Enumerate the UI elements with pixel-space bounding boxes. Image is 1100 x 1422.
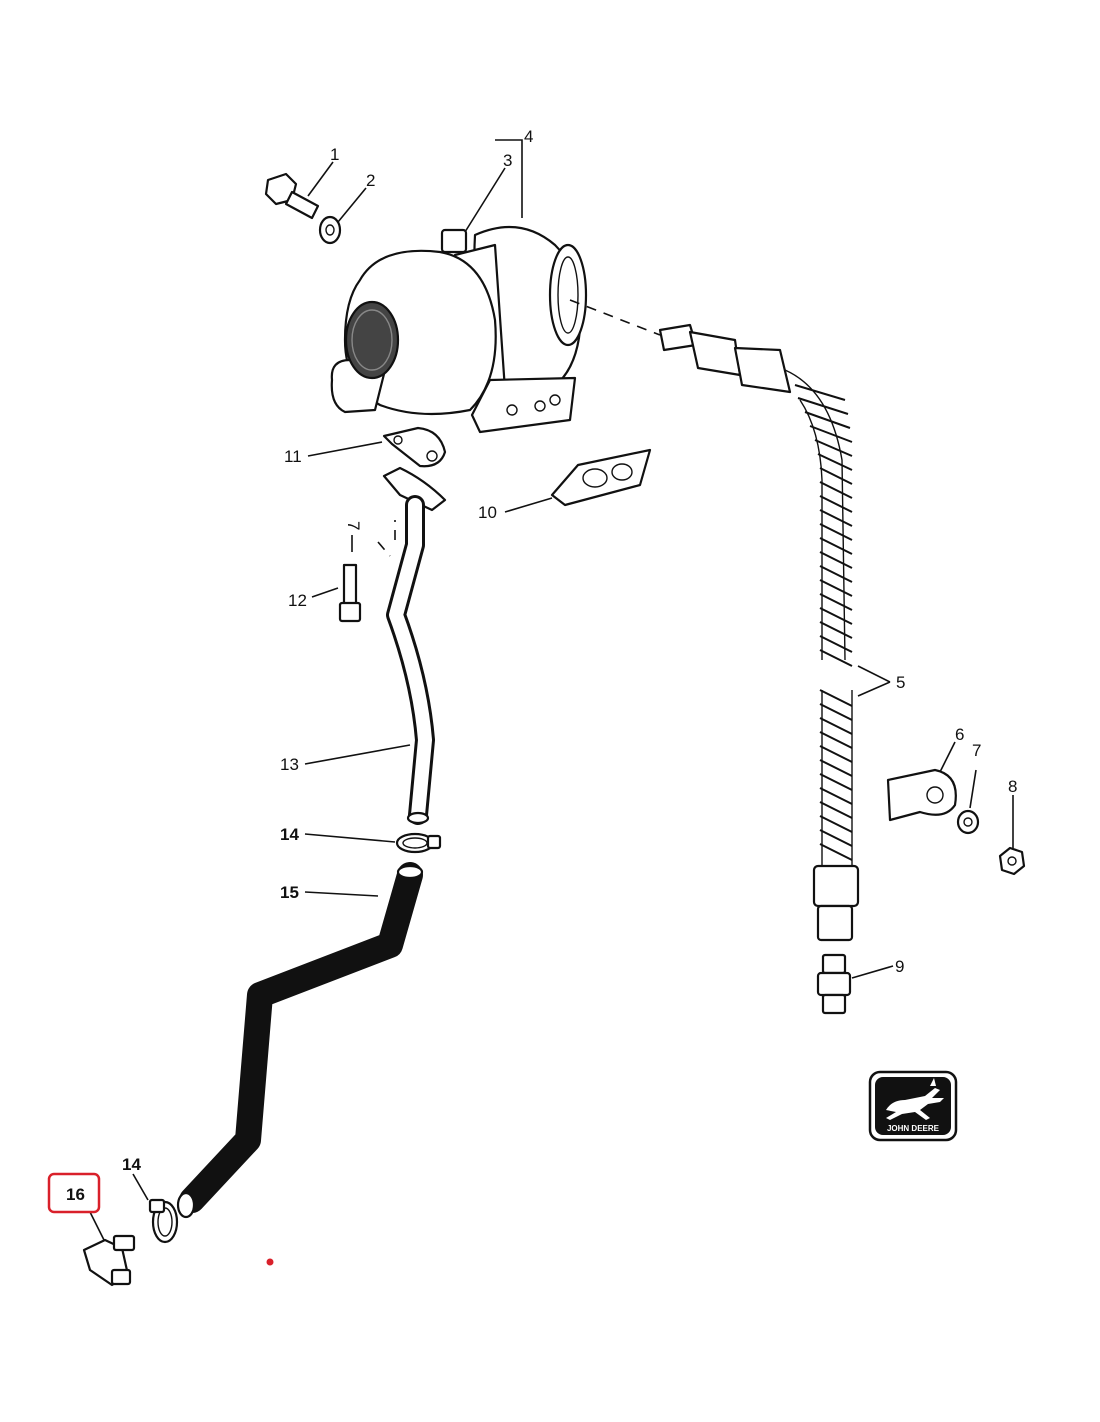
elbow-fitting-16 — [82, 1234, 136, 1287]
gasket-11 — [382, 426, 447, 468]
callout-15: 15 — [280, 883, 299, 902]
washer-7 — [956, 809, 980, 835]
callout-6: 6 — [955, 725, 964, 744]
callout-3: 3 — [503, 151, 512, 170]
john-deere-logo: JOHN DEERE — [868, 1070, 958, 1142]
leader-lines — [89, 139, 1014, 1241]
callout-16: 16 — [66, 1185, 85, 1204]
callout-10: 10 — [478, 503, 497, 522]
red-marker-dot — [266, 1258, 274, 1266]
clip-6 — [886, 768, 957, 822]
callout-14-lower: 14 — [122, 1155, 141, 1174]
callout-7-left: 7 — [344, 521, 363, 530]
leaping-deer-icon — [886, 1078, 944, 1120]
brand-text: JOHN DEERE — [887, 1124, 940, 1133]
bolt-1 — [264, 172, 320, 220]
gasket-10 — [550, 448, 652, 507]
callout-4: 4 — [524, 127, 533, 146]
callouts: 1 2 3 4 5 6 7 7 8 9 10 11 12 13 14 14 15… — [66, 127, 1017, 1204]
turbocharger — [330, 225, 588, 434]
callout-1: 1 — [330, 145, 339, 164]
oil-tube-13 — [382, 466, 447, 825]
callout-14-upper: 14 — [280, 825, 299, 844]
callout-5: 5 — [896, 673, 905, 692]
adapter-fitting-9 — [816, 953, 852, 1015]
callout-9: 9 — [895, 957, 904, 976]
callout-2: 2 — [366, 171, 375, 190]
callout-8: 8 — [1008, 777, 1017, 796]
washer-2 — [318, 215, 342, 245]
callout-12: 12 — [288, 591, 307, 610]
callout-16-highlight — [47, 1172, 101, 1214]
capscrew-12 — [338, 563, 362, 623]
callout-11: 11 — [284, 447, 302, 466]
callout-13: 13 — [280, 755, 299, 774]
hose-clamp-14-upper — [395, 832, 442, 854]
hose-15 — [176, 862, 424, 1219]
callout-7-right: 7 — [972, 741, 981, 760]
hose-clamp-14-lower — [148, 1198, 179, 1244]
nut-8 — [998, 846, 1026, 876]
return-hose-5 — [658, 323, 860, 942]
